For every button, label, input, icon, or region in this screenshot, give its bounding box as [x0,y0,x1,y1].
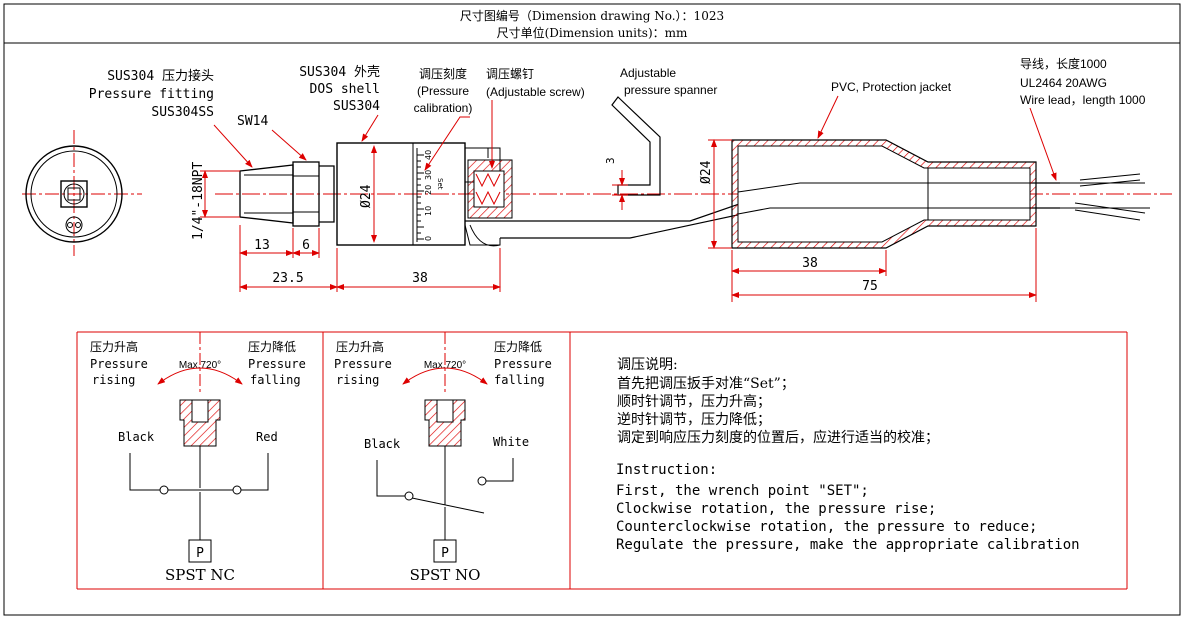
fitting-ss-label: SUS304SS [151,105,214,120]
dim-23-5: 23.5 [272,271,303,286]
side-view-annotations: SUS304 压力接头 Pressure fitting SUS304SS SW… [89,56,1146,181]
scale-tick: 0 [424,236,433,241]
calibration-cn-label: 调压刻度 [419,66,467,81]
instructions-en-line: Regulate the pressure, make the appropri… [616,537,1080,553]
dim-38-body: 38 [412,271,428,286]
no-fall-en1: Pressure [494,357,552,371]
thread-dimension: 1/4"-18NPT [191,162,206,240]
scale-tick: 10 [424,206,433,216]
no-rise-cn: 压力升高 [336,339,384,354]
nc-p-symbol: P [196,546,204,561]
calibration-en2-label: calibration) [414,101,473,115]
jacket-diameter: Ø24 [699,160,714,184]
shell-en-label: DOS shell [310,82,380,97]
instructions-en-title: Instruction: [616,462,717,478]
body-diameter: Ø24 [359,184,374,208]
instructions-en-line: First, the wrench point "SET"; [616,483,869,499]
dim-75: 75 [862,279,878,294]
sw-label: SW14 [237,114,268,129]
dim-13: 13 [254,238,270,253]
instructions-panel: 调压说明: 首先把调压扳手对准“Set”； 顺时针调节，压力升高； 逆时针调节，… [616,357,1080,553]
no-rise-en1: Pressure [334,357,392,371]
no-left-wire: Black [364,437,401,451]
instructions-en-line: Clockwise rotation, the pressure rise; [616,501,936,517]
nc-fall-en2: falling [250,373,301,387]
no-right-wire: White [493,435,529,449]
side-view: 0 10 20 30 40 Set [215,96,1172,249]
spanner-label-1: Adjustable [620,66,676,80]
shell-ss-label: SUS304 [333,99,380,114]
nc-rise-en2: rising [92,373,135,387]
instructions-en-line: Counterclockwise rotation, the pressure … [616,519,1037,535]
scale-tick: 40 [424,150,433,160]
wire-en-label: Wire lead，length 1000 [1020,93,1146,107]
screw-cn-label: 调压螺钉 [486,67,534,81]
end-view [22,130,142,256]
calibration-en1-label: (Pressure [417,84,469,98]
scale-set-label: Set [436,178,444,190]
nc-title: SPST NC [165,566,235,584]
spanner-thickness: 3 [604,157,617,164]
jacket-label: PVC, Protection jacket [831,80,952,94]
no-title: SPST NO [410,566,481,584]
nc-rise-cn: 压力升高 [90,339,138,354]
pressure-scale: 0 10 20 30 40 Set [416,148,444,242]
nc-fall-cn: 压力降低 [248,340,296,354]
nc-fall-en1: Pressure [248,357,306,371]
no-rise-en2: rising [336,373,379,387]
instructions-cn-line: 首先把调压扳手对准“Set”； [617,376,795,392]
instructions-cn-line: 调定到响应压力刻度的位置后，应进行适当的校准； [617,429,939,446]
spanner-label-2: pressure spanner [624,83,717,97]
nc-left-wire: Black [118,430,155,444]
wire-cn-label: 导线，长度1000 [1020,56,1107,71]
no-max-angle: Max.720° [424,360,466,371]
instructions-cn-line: 顺时针调节，压力升高； [617,393,771,410]
fitting-cn-label: SUS304 压力接头 [107,68,214,84]
instructions-cn-title: 调压说明: [617,357,678,373]
fitting-en-label: Pressure fitting [89,87,214,102]
header-line1: 尺寸图编号（Dimension drawing No.）：1023 [460,8,724,23]
nc-rise-en1: Pressure [90,357,148,371]
instructions-cn-line: 逆时针调节，压力降低； [617,412,771,428]
nc-right-wire: Red [256,430,278,444]
no-fall-en2: falling [494,373,545,387]
outer-frame [3,3,1181,616]
dimension-lines: 1/4"-18NPT Ø24 Ø24 3 13 6 23.5 38 [191,139,1037,302]
header-line2: 尺寸单位(Dimension units)：mm [497,25,688,40]
wire-spec-label: UL2464 20AWG [1020,76,1107,90]
nc-max-angle: Max.720° [179,360,221,371]
shell-cn-label: SUS304 外壳 [299,65,380,80]
scale-tick: 30 [424,170,433,180]
no-p-symbol: P [441,546,449,561]
spst-nc-panel: 压力升高 Pressure rising 压力降低 Pressure falli… [90,339,306,584]
dim-6: 6 [302,238,310,253]
dim-38-jacket: 38 [802,256,818,271]
scale-tick: 20 [424,185,433,195]
no-fall-cn: 压力降低 [494,340,542,354]
screw-en-label: (Adjustable screw) [486,85,585,99]
spst-no-panel: 压力升高 Pressure rising 压力降低 Pressure falli… [334,339,552,584]
